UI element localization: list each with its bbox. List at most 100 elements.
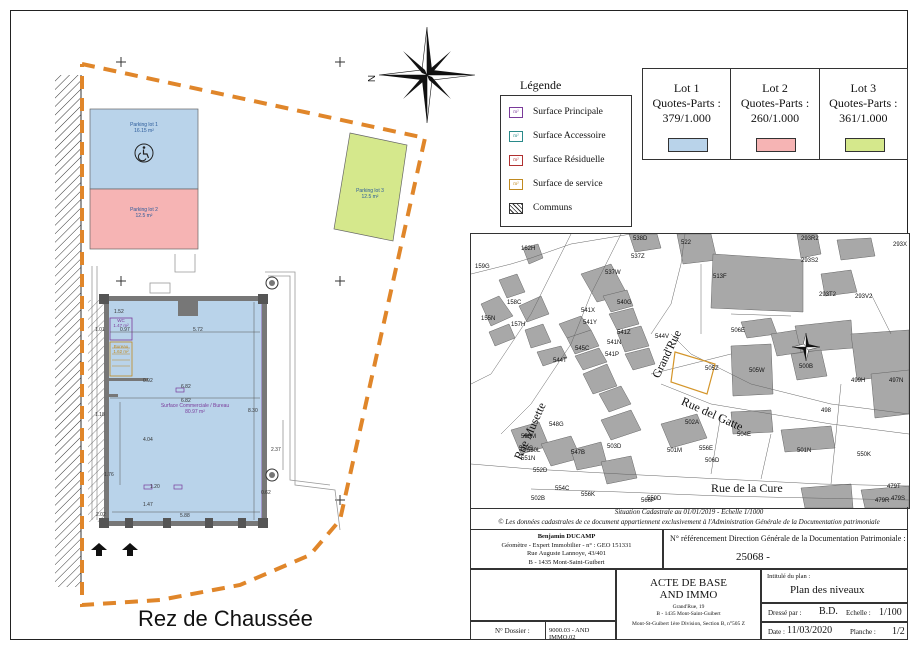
dim-label: 1.18 bbox=[95, 412, 105, 418]
parcel-label: 293V2 bbox=[855, 294, 873, 300]
parcel-label: 506E bbox=[731, 328, 746, 334]
parcel-label: 506D bbox=[705, 458, 720, 464]
parcel-label: 541Y bbox=[583, 320, 598, 326]
parcel-label: 541Z bbox=[617, 330, 631, 336]
dim-label: 0.62 bbox=[261, 490, 271, 496]
dim-label: 1.52 bbox=[114, 309, 124, 315]
lot-boundary bbox=[80, 62, 428, 608]
cadastre-caption-copyright: © Les données cadastrales de ce document… bbox=[498, 518, 880, 526]
parcel-label: 293T2 bbox=[819, 292, 837, 298]
acte-block: ACTE DE BASE AND IMMO Grand'Rue, 19 B - … bbox=[616, 569, 761, 640]
main-room-area: 80.97 m² bbox=[185, 409, 205, 415]
north-arrow-icon bbox=[378, 26, 476, 124]
lot-swatch bbox=[756, 138, 797, 152]
legend-swatch bbox=[509, 202, 523, 214]
parcel-label: 547B bbox=[571, 450, 586, 456]
geometre-title: Géomètre - Expert Immobilier - n° : GEO … bbox=[501, 541, 632, 549]
plan-title: Rez de Chaussée bbox=[138, 606, 313, 631]
parcel-label: 479S bbox=[891, 496, 906, 502]
geometre-block: Benjamin DUCAMP Géomètre - Expert Immobi… bbox=[470, 529, 663, 569]
geometre-addr1: Rue Auguste Lannoye, 43/401 bbox=[526, 550, 607, 557]
legend-title: Légende bbox=[520, 78, 562, 92]
dim-label: 1.20 bbox=[150, 484, 160, 490]
parcel-label: 544T bbox=[553, 358, 567, 364]
lot-qp: Quotes-Parts : bbox=[829, 96, 898, 110]
dim-label: 2.02 bbox=[96, 512, 106, 518]
dim-label: 5.88 bbox=[180, 513, 190, 519]
wc-label: WC bbox=[117, 318, 125, 323]
dossier-value: 9000.03 - AND IMMO.02 bbox=[549, 627, 590, 641]
dim-label: 2.37 bbox=[271, 447, 281, 453]
parcel-label: 522 bbox=[681, 240, 692, 246]
echelle-label: Echelle : bbox=[846, 609, 871, 617]
dim-label: 5.72 bbox=[193, 327, 203, 333]
acte-line2: AND IMMO bbox=[659, 589, 718, 601]
dossier-label: N° Dossier : bbox=[495, 627, 530, 635]
acte-addr1: Grand'Rue, 19 bbox=[672, 604, 705, 610]
parcel-label: 502A bbox=[685, 420, 700, 426]
dim-label: 1.01 bbox=[95, 327, 105, 333]
date-value: 11/03/2020 bbox=[787, 625, 833, 636]
lot-qp: Quotes-Parts : bbox=[740, 96, 810, 110]
echelle-value: 1/100 bbox=[879, 607, 902, 618]
entrance-arrows bbox=[91, 543, 138, 556]
intitule-value: Plan des niveaux bbox=[790, 584, 865, 596]
dim-label: 8.30 bbox=[248, 408, 258, 414]
parcel-label: 497N bbox=[889, 378, 904, 384]
parking-2-label: Parking lot 2 bbox=[130, 207, 158, 213]
main-room bbox=[108, 300, 262, 522]
parking-3-label: Parking lot 3 bbox=[356, 188, 384, 194]
parcel-label: 505W bbox=[749, 368, 765, 374]
acte-line1: ACTE DE BASE bbox=[650, 577, 727, 589]
parcel-label: 544V bbox=[655, 334, 670, 340]
lot-swatch bbox=[668, 138, 708, 152]
date-row: Date : 11/03/2020 Planche : 1/2 bbox=[761, 622, 908, 640]
parking-1-label: Parking lot 1 bbox=[130, 122, 158, 128]
legend-label: Surface de service bbox=[533, 179, 603, 189]
dresse-value: B.D. bbox=[819, 606, 838, 617]
planche-value: 1/2 bbox=[892, 626, 905, 637]
lot-value: 260/1.000 bbox=[750, 111, 800, 125]
legend-swatch: m² bbox=[509, 130, 523, 142]
bureau-label: Bureau bbox=[113, 344, 129, 349]
legend-item: Communs bbox=[509, 201, 572, 215]
date-label: Date : bbox=[768, 628, 785, 636]
parcel-label: 548G bbox=[549, 422, 564, 428]
intitule-block: Intitulé du plan : Plan des niveaux bbox=[761, 569, 908, 603]
parcel-label: 501N bbox=[797, 448, 812, 454]
dim-label: 6.82 bbox=[181, 398, 191, 404]
cadastre-north-icon bbox=[791, 332, 821, 362]
parcel-label: 541N bbox=[607, 340, 622, 346]
parcel-label: 157H bbox=[511, 322, 526, 328]
parcel-label: 559D bbox=[647, 496, 662, 502]
parcel-label: 541X bbox=[581, 308, 596, 314]
lot-name: Lot 1 bbox=[673, 81, 700, 95]
parcel-label: 550S bbox=[519, 446, 534, 452]
parcel-label: 556K bbox=[581, 492, 596, 498]
parking-lot-2 bbox=[89, 188, 199, 250]
ref-value: 25068 - bbox=[736, 551, 770, 563]
subject-parcel bbox=[670, 351, 716, 395]
parcel-label: 538D bbox=[633, 236, 648, 242]
wc-room bbox=[109, 317, 133, 341]
parcel-label: 159G bbox=[475, 264, 490, 270]
parking-2-area: 12.5 m² bbox=[135, 213, 153, 219]
bureau-room bbox=[109, 341, 133, 377]
parcel-label: 537Z bbox=[631, 254, 645, 260]
dresse-row: Dressé par : B.D. Echelle : 1/100 bbox=[761, 603, 908, 622]
parcel-label: 293R2 bbox=[801, 236, 819, 242]
dim-label: 6.82 bbox=[181, 384, 191, 390]
lot-swatch bbox=[844, 138, 885, 152]
